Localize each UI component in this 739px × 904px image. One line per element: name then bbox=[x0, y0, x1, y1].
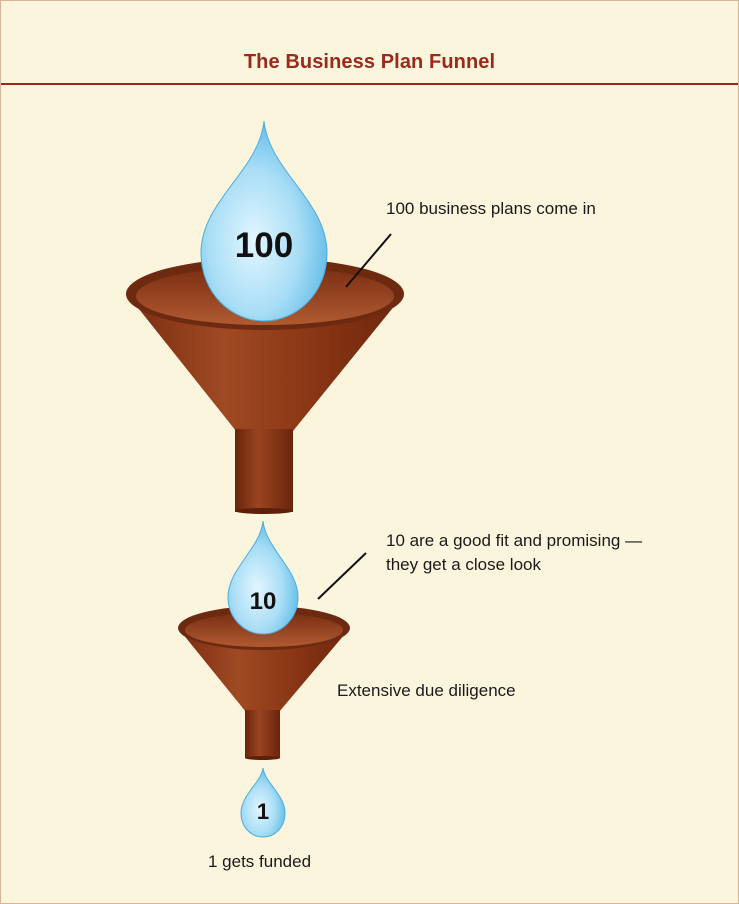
leader-line-10 bbox=[317, 552, 367, 600]
due-diligence-label: Extensive due diligence bbox=[337, 681, 516, 700]
large-funnel bbox=[126, 258, 404, 514]
stage-10-label-line-2: they get a close look bbox=[386, 555, 541, 574]
drop-1-label: 1 bbox=[257, 799, 269, 824]
drop-100-label: 100 bbox=[235, 226, 293, 265]
leader-line-100 bbox=[345, 233, 392, 288]
stage-1-label: 1 gets funded bbox=[208, 852, 312, 871]
drop-100: 100 bbox=[200, 120, 328, 322]
drop-10-label: 10 bbox=[250, 588, 277, 615]
drop-1: 1 bbox=[240, 767, 286, 838]
small-funnel bbox=[178, 606, 350, 760]
drop-10: 10 bbox=[227, 520, 299, 635]
stage-10-label-line-1: 10 are a good fit and promising — bbox=[386, 531, 643, 550]
figure-title: The Business Plan Funnel bbox=[243, 51, 496, 73]
title-rule bbox=[1, 83, 738, 85]
stage-100-label: 100 business plans come in bbox=[386, 199, 596, 218]
